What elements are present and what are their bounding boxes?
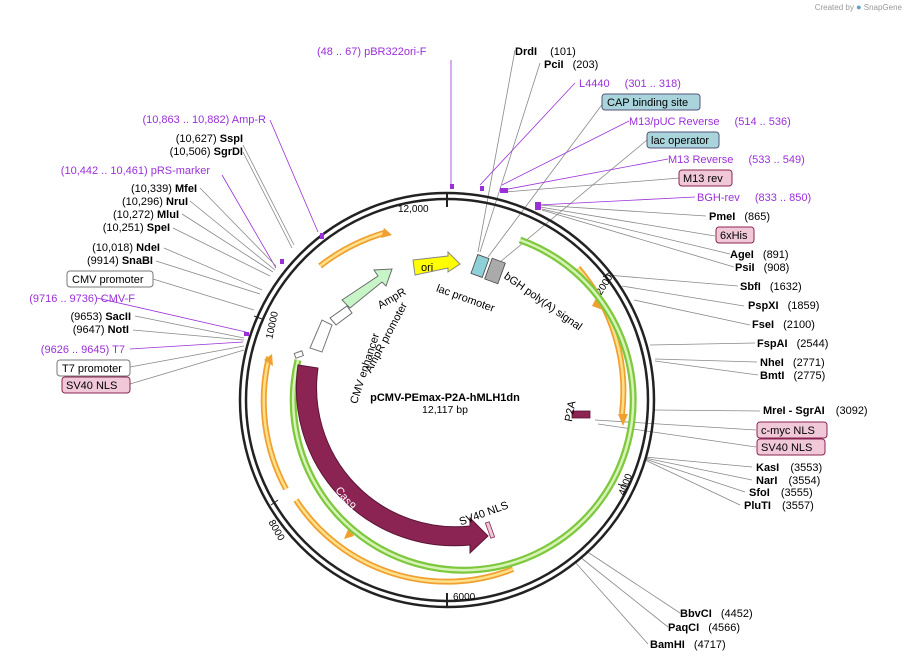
enzyme-label-kasi: KasI (3553) xyxy=(756,462,822,474)
leader-lines xyxy=(96,49,761,645)
feature-label-sv40-nls-left: SV40 NLS xyxy=(66,380,117,392)
feature-label-t7-promoter: T7 promoter xyxy=(62,363,122,375)
tick-label: 10000 xyxy=(264,310,281,340)
plasmid-length: 12,117 bp xyxy=(422,404,468,416)
feature-label-c-myc-nls: c-myc NLS xyxy=(761,425,815,437)
feature-label-6xhis: 6xHis xyxy=(720,230,748,242)
enzyme-label-agei: AgeI (891) xyxy=(730,249,789,261)
bgh-feature xyxy=(484,257,506,285)
enzyme-label-ndei: (10,018) NdeI xyxy=(92,242,160,254)
tick-label: 8000 xyxy=(266,518,287,543)
feature-label-m13-rev: M13 rev xyxy=(683,173,723,185)
tick-label: 6000 xyxy=(453,592,476,603)
p2a-label: P2A xyxy=(563,399,579,422)
primer-label-l4440: L4440 (301 .. 318) xyxy=(579,78,681,90)
feature-box-m13-rev xyxy=(678,169,733,187)
enzyme-label-mfei: (10,339) MfeI xyxy=(131,183,197,195)
ori-feature xyxy=(412,250,461,276)
primer-label-amp-r: (10,863 .. 10,882) Amp-R xyxy=(142,114,266,126)
feature-box-6xhis xyxy=(715,226,755,244)
feature-box-t7-promoter xyxy=(56,359,131,377)
ampr-feature xyxy=(341,268,393,309)
enzyme-label-fspai: FspAI (2544) xyxy=(757,338,828,350)
enzyme-label-psii: PsiI (908) xyxy=(735,262,789,274)
enzyme-label-fsei: FseI (2100) xyxy=(752,319,815,331)
cmv-enhancer-feature xyxy=(309,319,333,353)
enzyme-label-bbvci: BbvCI (4452) xyxy=(680,608,753,620)
enzyme-label-snabi: (9914) SnaBI xyxy=(87,255,153,267)
feature-label-cap-binding-site: CAP binding site xyxy=(607,97,688,109)
enzyme-label-pspxi: PspXI (1859) xyxy=(748,300,819,312)
primer-label-m13-puc-reverse: M13/pUC Reverse (514 .. 536) xyxy=(629,116,791,128)
enzyme-label-bmti: BmtI (2775) xyxy=(760,370,825,382)
feature-label-cmv-promoter: CMV promoter xyxy=(72,274,144,286)
sv40-nls-inner-mark xyxy=(484,521,496,539)
enzyme-label-pcii: PciI (203) xyxy=(544,59,598,71)
enzyme-label-pmei: PmeI (865) xyxy=(709,211,770,223)
feature-box-lac-operator xyxy=(646,131,720,149)
enzyme-label-nrui: (10,296) NruI xyxy=(122,196,188,208)
orange-arc-arrowheads xyxy=(264,228,628,539)
cmv-marker-small xyxy=(293,350,305,359)
enzyme-label-nari: NarI (3554) xyxy=(756,475,820,487)
cap-lac-features xyxy=(470,254,490,278)
snapgene-credit: Created by ● SnapGene xyxy=(815,2,902,12)
feature-box-sv40-nls-left xyxy=(61,376,131,394)
enzyme-label-nhei: NheI (2771) xyxy=(760,357,825,369)
p2a-feature xyxy=(571,410,591,419)
enzyme-label-drdi: DrdI (101) xyxy=(515,46,576,58)
primer-label-pbr322ori-f: (48 .. 67) pBR322ori-F xyxy=(317,46,427,58)
primer-label-prs-marker: (10,442 .. 10,461) pRS-marker xyxy=(61,165,211,177)
feature-label-lac-operator: lac operator xyxy=(651,135,709,147)
credit-prefix: Created by xyxy=(814,3,854,12)
primer-marks xyxy=(244,184,541,336)
enzyme-label-noti: (9647) NotI xyxy=(73,324,129,336)
green-orf-arc-inner xyxy=(291,238,635,572)
primer-label-cmv-f: (9716 .. 9736) CMV-F xyxy=(29,293,135,305)
enzyme-label-sspi: (10,627) SspI xyxy=(176,133,243,145)
snapgene-logo-icon: ● xyxy=(856,2,862,12)
ori-label: ori xyxy=(421,262,433,274)
enzyme-label-bamhi: BamHI (4717) xyxy=(650,639,726,651)
primer-label-bgh-rev: BGH-rev (833 .. 850) xyxy=(697,192,811,204)
enzyme-label-mrei-sgrai: MreI - SgrAI (3092) xyxy=(763,405,868,417)
bgh-polya-label: bGH poly(A) signal xyxy=(501,270,584,333)
tick-label: 12,000 xyxy=(398,204,429,215)
primer-label-t7: (9626 .. 9645) T7 xyxy=(41,344,125,356)
lac-promoter-label: lac promoter xyxy=(435,283,497,315)
feature-box-cmv-promoter xyxy=(66,270,154,288)
plasmid-name: pCMV-PEmax-P2A-hMLH1dn xyxy=(370,392,520,404)
enzyme-label-mlui: (10,272) MluI xyxy=(113,209,179,221)
enzyme-label-paqci: PaqCI (4566) xyxy=(668,622,740,634)
enzyme-label-sacii: (9653) SacII xyxy=(70,311,131,323)
enzyme-label-sfoi: SfoI (3555) xyxy=(749,487,813,499)
tick-minor-marks xyxy=(253,271,627,506)
credit-brand: SnapGene xyxy=(863,3,902,12)
enzyme-label-sgrdi: (10,506) SgrDI xyxy=(170,146,243,158)
feature-box-sv40-nls-right xyxy=(756,438,826,456)
enzyme-label-spei: (10,251) SpeI xyxy=(103,222,170,234)
feature-label-sv40-nls-right: SV40 NLS xyxy=(761,442,812,454)
primer-label-m13-reverse: M13 Reverse (533 .. 549) xyxy=(668,154,805,166)
ampr-promoter-feature xyxy=(329,305,353,326)
enzyme-label-pluti: PluTI (3557) xyxy=(744,500,814,512)
enzyme-label-sbfi: SbfI (1632) xyxy=(740,281,802,293)
feature-box-cap-binding-site xyxy=(601,93,701,111)
cas9-feature xyxy=(295,364,489,555)
sv40-nls-inner-label: SV40 NLS xyxy=(458,499,510,528)
feature-box-c-myc-nls xyxy=(756,421,828,439)
